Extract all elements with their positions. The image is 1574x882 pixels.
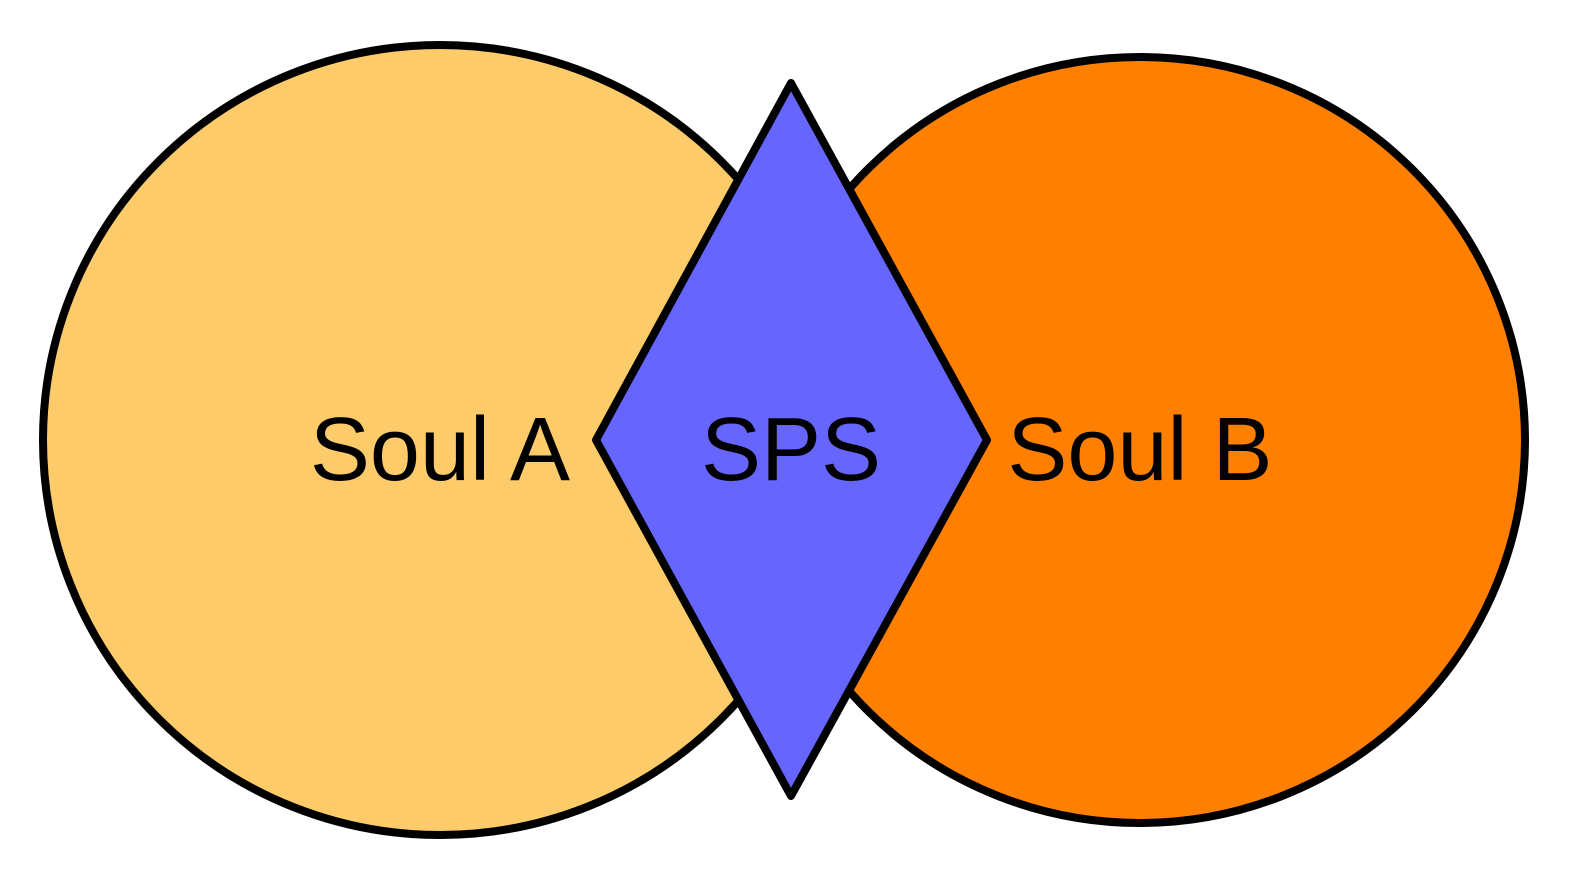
soul-a-label: Soul A <box>310 400 570 500</box>
soul-b-label: Soul B <box>1007 400 1272 500</box>
sps-label: SPS <box>701 400 881 500</box>
sps-diamond <box>592 79 991 800</box>
